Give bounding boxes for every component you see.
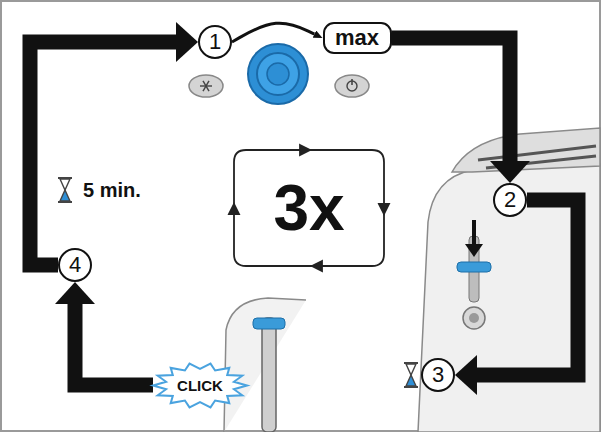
step-number: 1: [198, 25, 232, 59]
flow-arrow: [392, 38, 511, 161]
node-text: CLICK: [177, 378, 223, 393]
step-number-text: 1: [209, 31, 221, 53]
hourglass-icon: [404, 363, 418, 387]
repeat-cycle: [229, 145, 389, 271]
step-number-text: 4: [69, 254, 81, 276]
toaster: [418, 128, 600, 432]
repeat-count: 3x: [273, 176, 344, 240]
flow-arrow: [232, 23, 314, 42]
lever-closeup: [224, 298, 306, 432]
setting-box: max: [323, 22, 392, 54]
stop-button: [335, 75, 369, 97]
node-text: max: [335, 27, 379, 49]
click-burst: CLICK: [153, 363, 247, 408]
flow-arrow: [477, 200, 578, 375]
burst-shape: [153, 363, 247, 407]
flow-arrow: [30, 42, 176, 265]
step-number-text: 2: [504, 189, 516, 211]
hourglass-icon: [58, 178, 72, 202]
step-number: 3: [421, 358, 455, 392]
step-number: 2: [493, 183, 527, 217]
wait-time: 5 min.: [83, 180, 141, 200]
flow-arrow: [75, 304, 153, 385]
step-number: 4: [58, 248, 92, 282]
control-knob: [248, 44, 308, 104]
step-number-text: 3: [432, 364, 444, 386]
defrost-button: [189, 75, 223, 97]
